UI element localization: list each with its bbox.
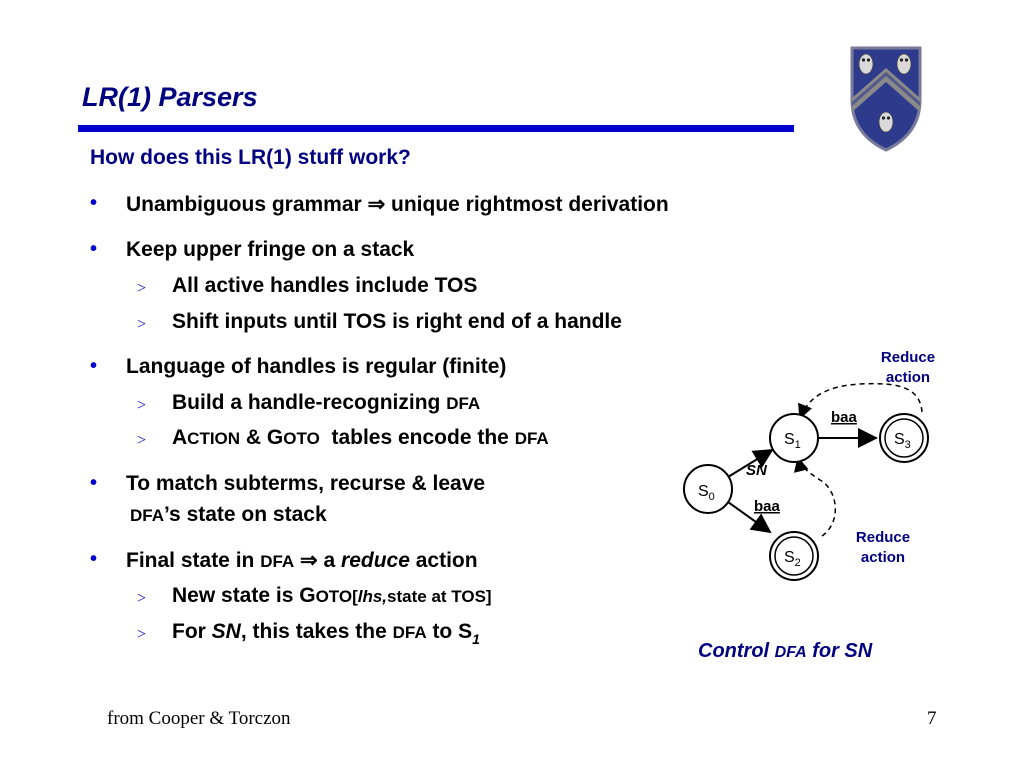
bullet-marker: •: [90, 472, 98, 494]
caption-text-a: Control: [698, 640, 770, 662]
bullet-5-sub-2-text-a: For: [172, 620, 206, 643]
crest-icon: [850, 46, 922, 152]
state-subscript: 1: [472, 631, 480, 647]
dfa-term: DFA: [392, 623, 427, 642]
bullet-5-text-c: action: [415, 549, 478, 572]
bullet-5-text-a: Final state in: [126, 549, 255, 572]
bullet-3-sub-2: ACTION & GOTO tables encode the DFA: [172, 426, 549, 450]
state-s0-label: S0: [698, 483, 715, 503]
bullet-3-sub-1-text: Build a handle-recognizing: [172, 391, 441, 414]
page-number: 7: [927, 708, 937, 729]
caption-dfa: DFA: [774, 644, 807, 661]
sub-bullet-marker: >: [137, 626, 147, 643]
bullet-2-sub-2: Shift inputs until TOS is right end of a…: [172, 310, 622, 333]
sn-term: SN: [211, 620, 241, 643]
reduce-label-top-1: Reduce: [881, 349, 935, 366]
bullet-3: Language of handles is regular (finite): [126, 355, 507, 378]
bullet-5-sub-2-text-b: , this takes the: [240, 620, 387, 643]
footer-source: from Cooper & Torczon: [107, 708, 291, 729]
reduce-edge-top: [798, 382, 923, 420]
bullet-5-text-b: a: [323, 549, 336, 572]
state-s2: [769, 531, 819, 581]
bullet-1-text-b: unique rightmost derivation: [391, 193, 669, 216]
state-s2-label: S2: [784, 549, 801, 569]
state-s2-inner: [774, 536, 814, 576]
reduce-term: reduce: [341, 549, 410, 572]
bullet-1-text-a: Unambiguous grammar: [126, 193, 362, 216]
edge-label-sn: SN: [746, 462, 768, 479]
bullet-marker: •: [90, 238, 98, 260]
goto-rest: OTO: [283, 429, 320, 448]
state-s1-label: S1: [784, 431, 801, 451]
implies-arrow: ⇒: [300, 549, 318, 572]
state-s3: [879, 413, 929, 463]
bullet-5-sub-1-text-b: state at TOS]: [387, 587, 492, 606]
bullet-2-sub-1: All active handles include TOS: [172, 274, 478, 297]
state-s3-inner: [884, 418, 924, 458]
goto-cap: G: [266, 426, 284, 449]
reduce-label-top-2: action: [886, 369, 930, 386]
bullet-marker: •: [90, 355, 98, 377]
bullet-marker: •: [90, 192, 98, 214]
dfa-term: DFA: [130, 506, 164, 525]
dfa-term: DFA: [514, 429, 549, 448]
implies-arrow: ⇒: [367, 193, 386, 216]
sub-bullet-marker: >: [137, 590, 147, 607]
sub-bullet-marker: >: [137, 397, 147, 414]
bullet-5-sub-2: For SN, this takes the DFA to S1: [172, 620, 480, 647]
bullet-3-sub-2-text: tables encode the: [331, 426, 509, 449]
caption-text-b: for SN: [812, 640, 873, 662]
lhs-term: lhs,: [357, 587, 388, 606]
action-rest: CTION: [187, 429, 241, 448]
bullet-marker: •: [90, 548, 98, 570]
bullet-5-sub-2-text-c: to S: [432, 620, 473, 643]
dfa-term: DFA: [446, 394, 481, 413]
reduce-label-bottom-2: action: [861, 549, 905, 566]
edge-label-baa-lower: baa: [754, 498, 781, 515]
bullet-4-line-1: To match subterms, recurse & leave: [126, 472, 486, 495]
sub-bullet-marker: >: [137, 432, 147, 449]
bullet-1: Unambiguous grammar ⇒ unique rightmost d…: [126, 192, 669, 217]
bullet-5: Final state in DFA ⇒ a reduce action: [126, 548, 478, 573]
control-dfa-diagram: S0 S1 S2 S3 SN baa baa Reduce action Red…: [683, 349, 935, 581]
bullet-2: Keep upper fringe on a stack: [126, 238, 415, 261]
state-s0: [683, 464, 733, 514]
ampersand: &: [245, 426, 262, 449]
edge-label-baa-upper: baa: [831, 409, 858, 426]
sub-bullet-marker: >: [137, 316, 147, 333]
edge-s0-s1: [727, 448, 774, 478]
state-s3-label: S3: [894, 431, 911, 451]
bullet-5-sub-1: New state is GOTO[lhs,state at TOS]: [172, 584, 492, 608]
sub-bullet-marker: >: [137, 280, 147, 297]
edge-s0-s2: [727, 501, 772, 534]
diagram-caption: Control DFA for SN: [698, 640, 872, 663]
title-rule: [78, 125, 794, 132]
goto-rest: OTO[: [315, 587, 358, 606]
bullet-3-sub-1: Build a handle-recognizing DFA: [172, 391, 480, 415]
slide-title: LR(1) Parsers: [82, 82, 258, 112]
dfa-term: DFA: [260, 552, 295, 571]
reduce-label-bottom-1: Reduce: [856, 529, 910, 546]
reduce-edge-bottom: [794, 456, 837, 537]
bullet-5-sub-1-text-a: New state is G: [172, 584, 316, 607]
bullet-4-line-2: DFA’s state on stack: [130, 503, 327, 527]
state-s1: [769, 413, 819, 463]
lead-question: How does this LR(1) stuff work?: [90, 146, 411, 169]
bullet-4-line-2-text: ’s state on stack: [164, 503, 327, 526]
action-cap: A: [172, 426, 188, 449]
